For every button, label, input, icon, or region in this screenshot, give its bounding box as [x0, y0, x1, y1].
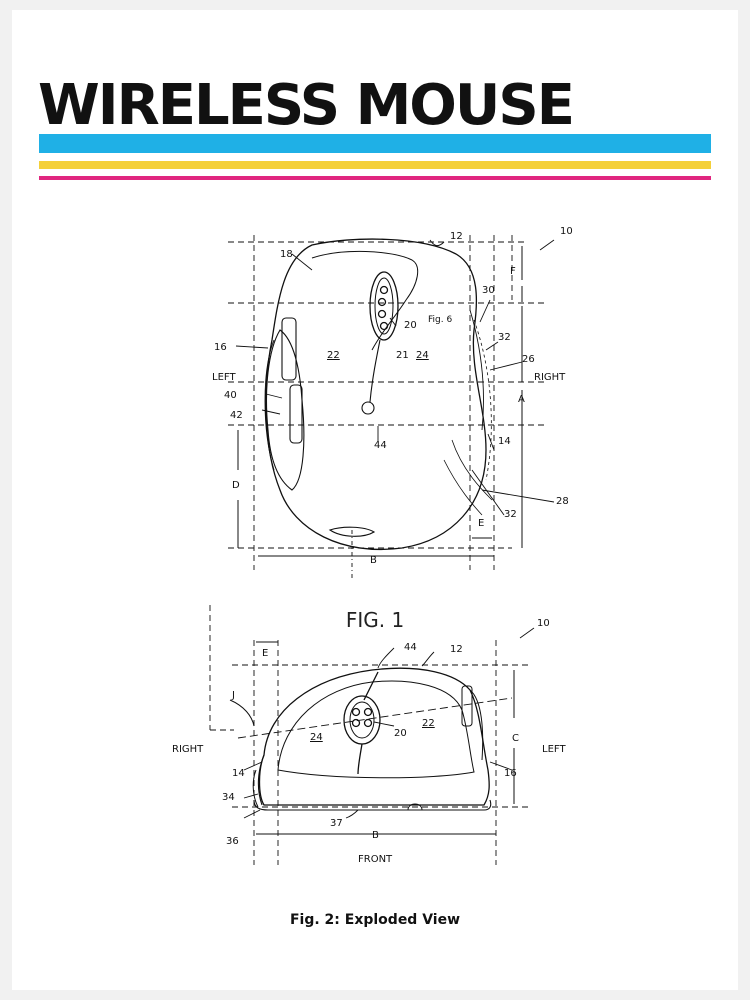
fig1-ref-18: 18 [280, 249, 293, 260]
fig1-dim-e: E [478, 518, 484, 529]
fig1-right-label: RIGHT [534, 372, 566, 383]
fig1-ref-14: 14 [498, 436, 511, 447]
fig1-ref-26: 26 [522, 354, 535, 365]
fig2-dimension-arrows [229, 641, 515, 835]
fig2-dim-e: E [262, 648, 268, 659]
fig1-dim-f: F [510, 266, 516, 277]
fig1-ref-22: 22 [327, 350, 340, 361]
fig1-thumb-area [265, 329, 305, 491]
fig1-leader-lines [235, 239, 555, 516]
fig2-ref-37: 37 [330, 818, 343, 829]
fig1-ref-28: 28 [556, 496, 569, 507]
fig1-ref-21: 21 [396, 350, 409, 361]
fig1-ref-24: 24 [416, 350, 429, 361]
fig2-ref-12: 12 [450, 644, 463, 655]
fig2-ref-10: 10 [537, 618, 550, 629]
figure-1-caption: FIG. 1 [345, 608, 405, 632]
fig1-dimension-arrows [237, 246, 523, 557]
fig2-ref-34: 34 [222, 792, 235, 803]
figure-2-labels: 10 E 44 12 J 22 20 24 C RIGHT LEFT 14 16… [172, 618, 566, 865]
fig2-left-label: LEFT [542, 744, 566, 755]
fig1-ref-32b: 32 [504, 509, 517, 520]
fig1-ref-12: 12 [450, 231, 463, 242]
fig1-mouse-body [265, 238, 487, 551]
fig1-dim-a: A [518, 394, 525, 405]
fig1-rear-button [361, 401, 375, 415]
figure-2-drawing [209, 605, 535, 865]
figure-1-drawing [228, 235, 555, 578]
fig2-ref-36: 36 [226, 836, 239, 847]
fig1-ref-44: 44 [374, 440, 387, 451]
fig1-scroll-wheel [369, 271, 399, 341]
fig2-mouse-body [258, 667, 490, 806]
fig2-dim-j: J [231, 690, 235, 701]
fig1-ref-30: 30 [482, 285, 495, 296]
fig2-ref-14: 14 [232, 768, 245, 779]
fig1-reference-lines [228, 235, 544, 578]
fig1-fig6-note: Fig. 6 [428, 315, 452, 325]
fig2-dim-c: C [512, 733, 519, 744]
blue-stripe [39, 134, 711, 153]
fig2-ref-24: 24 [310, 732, 323, 743]
fig1-ref-20: 20 [404, 320, 417, 331]
fig1-ref-42: 42 [230, 410, 243, 421]
fig1-ref-40: 40 [224, 390, 237, 401]
figure-1-labels: 12 10 18 30 Fig. 6 20 32 16 22 21 24 26 … [212, 226, 573, 566]
patent-drawings: 12 10 18 30 Fig. 6 20 32 16 22 21 24 26 … [172, 226, 573, 865]
figure-2-caption: Fig. 2: Exploded View [289, 912, 461, 928]
fig2-ref-16: 16 [504, 768, 517, 779]
fig1-ref-16: 16 [214, 342, 227, 353]
fig2-ref-20: 20 [394, 728, 407, 739]
poster-title: WIRELESS MOUSE [38, 73, 575, 138]
fig1-dim-b: B [370, 555, 377, 566]
fig1-ref-32a: 32 [498, 332, 511, 343]
fig2-ref-44: 44 [404, 642, 417, 653]
yellow-stripe [39, 161, 711, 169]
fig1-inner-shell [311, 250, 419, 351]
fig2-right-label: RIGHT [172, 744, 204, 755]
fig2-front-label: FRONT [358, 854, 393, 865]
fig2-dim-b: B [372, 830, 379, 841]
fig2-leader-lines [243, 627, 535, 819]
fig2-base [253, 799, 492, 811]
fig1-dim-d: D [232, 480, 240, 491]
fig2-ref-22: 22 [422, 718, 435, 729]
poster: WIRELESS MOUSE FIG. 1 Fig. 2: Exploded V… [12, 10, 738, 990]
fig2-reference-lines [209, 605, 532, 865]
fig1-ref-10: 10 [560, 226, 573, 237]
fig1-left-label: LEFT [212, 372, 236, 383]
magenta-stripe [39, 176, 711, 180]
